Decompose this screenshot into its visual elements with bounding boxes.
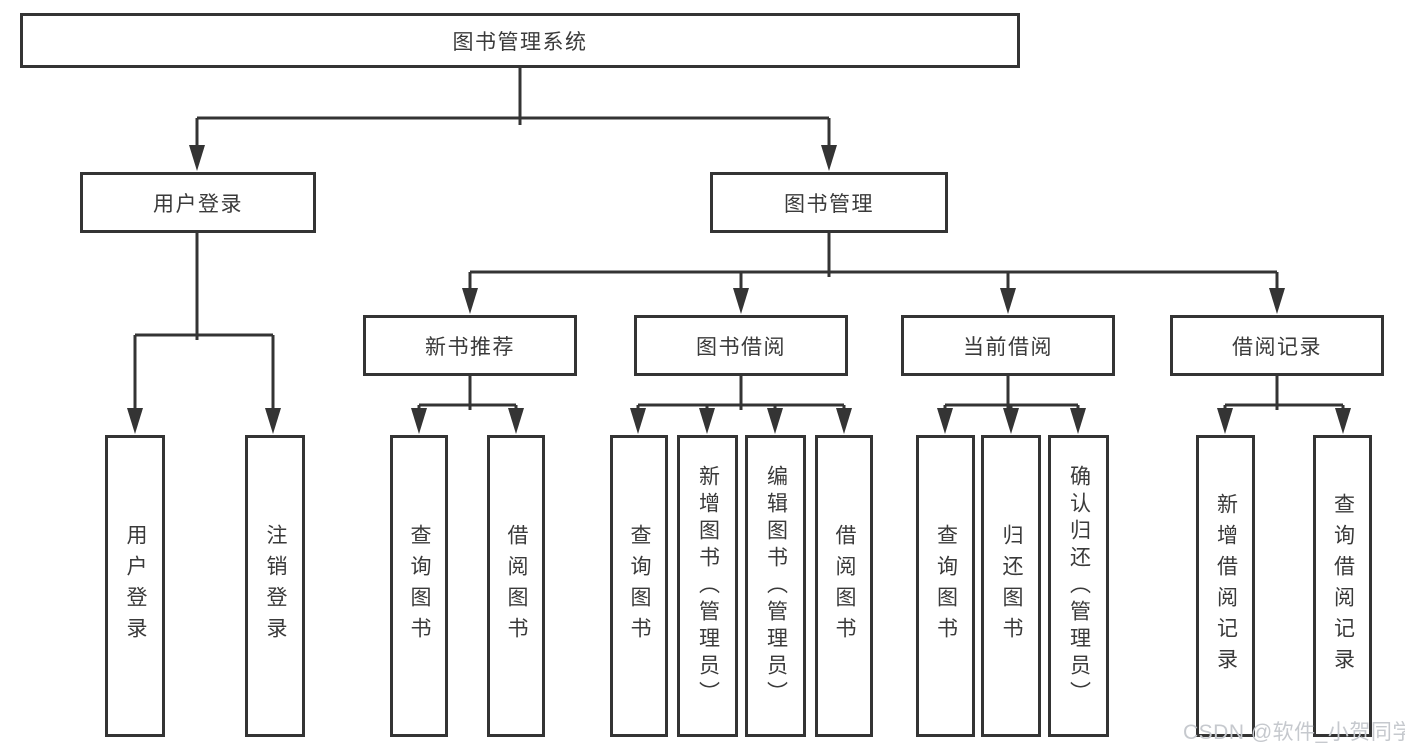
leaf-query-borrow-record: 查询借阅记录 <box>1313 435 1372 737</box>
leaf-logout-label: 注销登录 <box>264 524 287 648</box>
leaf-edit-book-admin: 编辑图书（管理员） <box>745 435 806 737</box>
node-book-borrow-label: 图书借阅 <box>696 335 786 359</box>
edge-book-management-to-level3 <box>462 233 1285 314</box>
leaf-borrow-books-recommend-label: 借阅图书 <box>505 524 528 648</box>
edge-borrow-records-to-leaves <box>1217 376 1351 434</box>
node-new-book-recommend: 新书推荐 <box>363 315 577 376</box>
leaf-confirm-return-admin-label: 确认归还（管理员） <box>1067 464 1091 708</box>
leaf-return-book-label: 归还图书 <box>1000 524 1023 648</box>
csdn-watermark: CSDN @软件_小贺同学 <box>1183 721 1405 744</box>
node-borrow-records: 借阅记录 <box>1170 315 1384 376</box>
node-current-borrow-label: 当前借阅 <box>963 335 1053 359</box>
node-book-management: 图书管理 <box>710 172 948 233</box>
leaf-query-books-current: 查询图书 <box>916 435 975 737</box>
leaf-user-login: 用户登录 <box>105 435 165 737</box>
edge-book-borrow-to-leaves <box>630 376 852 434</box>
leaf-query-books-recommend-label: 查询图书 <box>408 524 431 648</box>
leaf-borrow-books-recommend: 借阅图书 <box>487 435 545 737</box>
edge-root-to-level2 <box>189 68 837 171</box>
node-borrow-records-label: 借阅记录 <box>1232 335 1322 359</box>
node-book-management-label: 图书管理 <box>784 192 874 216</box>
leaf-add-borrow-record: 新增借阅记录 <box>1196 435 1255 737</box>
node-book-borrow: 图书借阅 <box>634 315 848 376</box>
leaf-edit-book-admin-label: 编辑图书（管理员） <box>764 464 788 708</box>
leaf-query-books-borrow-label: 查询图书 <box>628 524 651 648</box>
leaf-borrow-books-borrow-label: 借阅图书 <box>833 524 856 648</box>
leaf-query-books-borrow: 查询图书 <box>610 435 668 737</box>
edge-new-book-recommend-to-leaves <box>411 376 524 434</box>
leaf-logout: 注销登录 <box>245 435 305 737</box>
leaf-return-book: 归还图书 <box>981 435 1041 737</box>
leaf-borrow-books-borrow: 借阅图书 <box>815 435 873 737</box>
node-user-login: 用户登录 <box>80 172 316 233</box>
leaf-user-login-label: 用户登录 <box>124 524 147 648</box>
leaf-query-books-recommend: 查询图书 <box>390 435 448 737</box>
leaf-add-borrow-record-label: 新增借阅记录 <box>1214 493 1238 679</box>
node-current-borrow: 当前借阅 <box>901 315 1115 376</box>
leaf-add-book-admin-label: 新增图书（管理员） <box>696 464 720 708</box>
leaf-query-books-current-label: 查询图书 <box>934 524 958 648</box>
edge-user-login-to-leaves <box>127 233 281 434</box>
node-root: 图书管理系统 <box>20 13 1020 68</box>
node-new-book-recommend-label: 新书推荐 <box>425 335 515 359</box>
node-user-login-label: 用户登录 <box>153 192 243 216</box>
leaf-add-book-admin: 新增图书（管理员） <box>677 435 738 737</box>
leaf-query-borrow-record-label: 查询借阅记录 <box>1331 493 1355 679</box>
edge-current-borrow-to-leaves <box>937 376 1086 434</box>
leaf-confirm-return-admin: 确认归还（管理员） <box>1048 435 1109 737</box>
node-root-label: 图书管理系统 <box>452 30 588 54</box>
